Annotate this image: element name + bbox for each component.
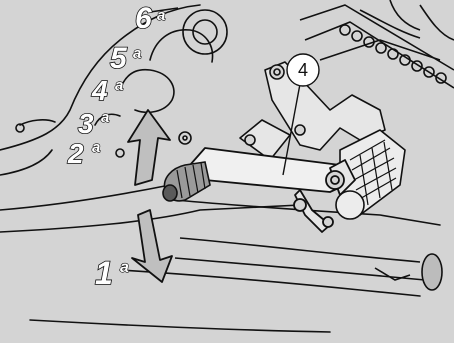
gear-label-5-suffix: a xyxy=(133,45,141,62)
gear-label-5: 5 xyxy=(110,42,128,75)
gear-label-3: 3 xyxy=(78,108,94,139)
callout-label: 4 xyxy=(298,60,308,80)
gear-label-1-suffix: a xyxy=(120,259,129,276)
gear-label-4: 4 xyxy=(91,75,108,106)
gear-label-4-suffix: a xyxy=(115,77,123,94)
gear-label-3-suffix: a xyxy=(101,109,109,126)
gear-label-1: 1 xyxy=(95,255,113,291)
gear-label-2: 2 xyxy=(67,138,84,169)
gear-label-2-suffix: a xyxy=(92,139,100,156)
gear-label-6: 6 xyxy=(135,2,152,35)
gear-label-6-suffix: a xyxy=(157,7,165,24)
